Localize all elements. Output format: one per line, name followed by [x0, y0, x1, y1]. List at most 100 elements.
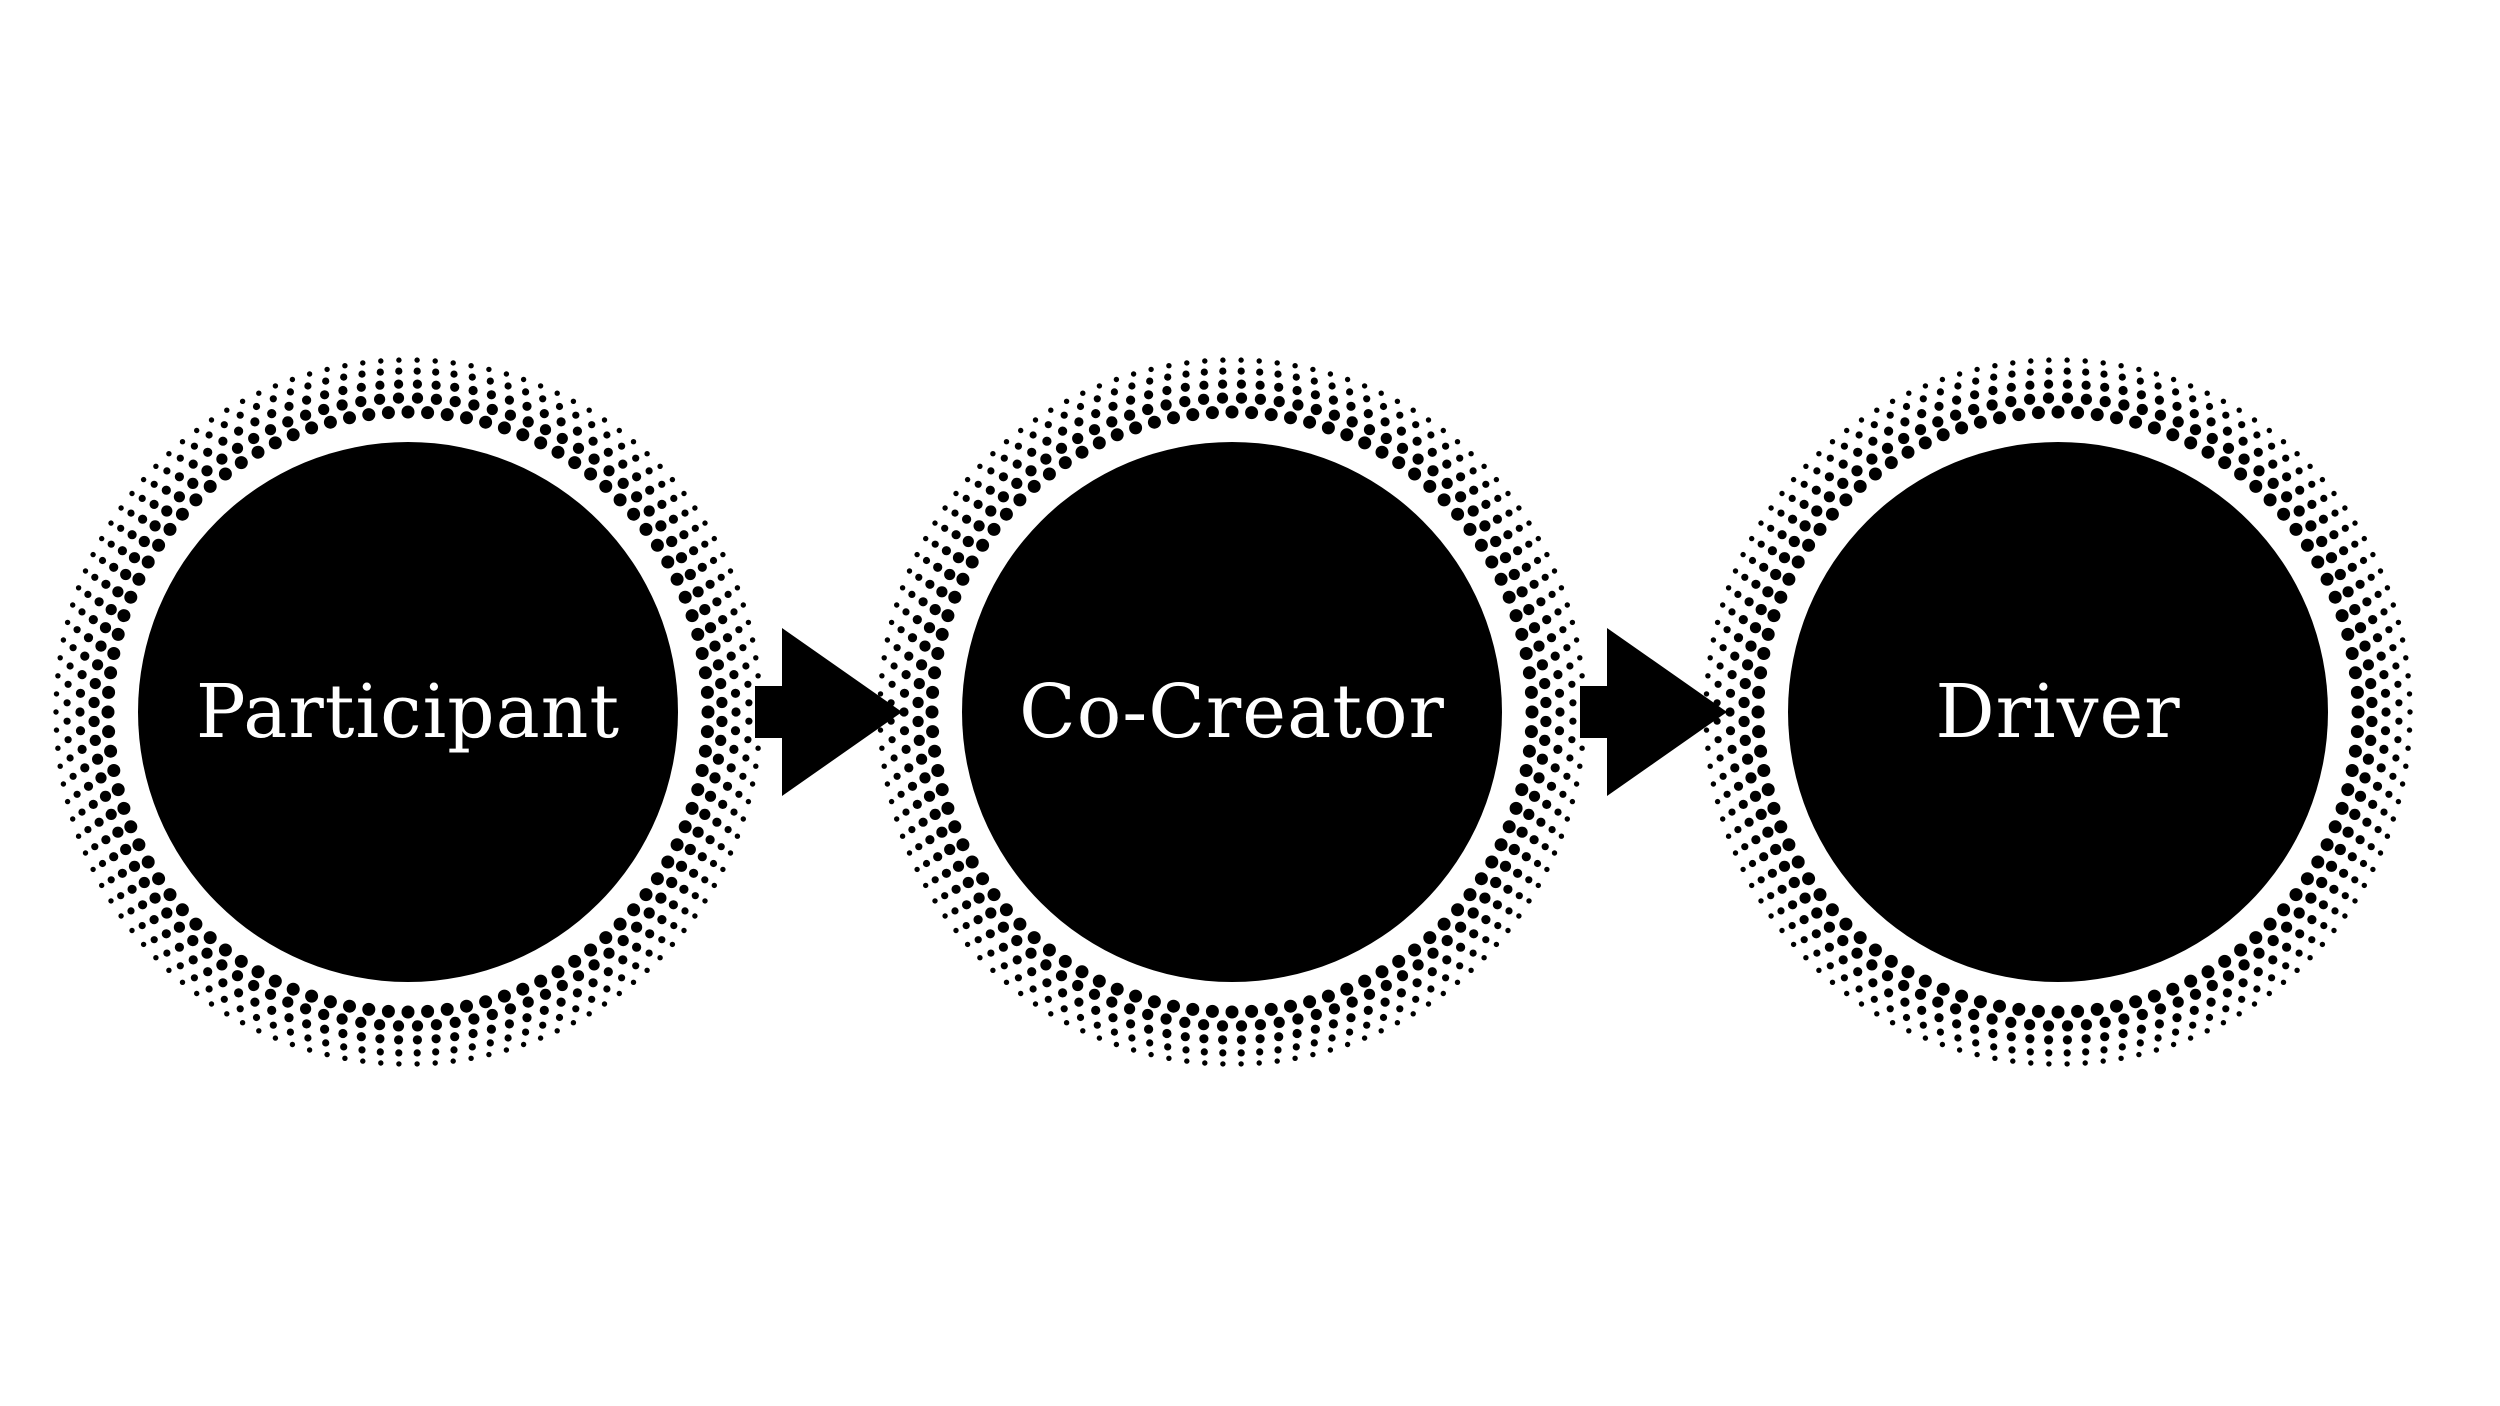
- halo-dot: [537, 1035, 544, 1041]
- halo-dot: [2064, 1061, 2070, 1067]
- halo-dot: [2187, 383, 2194, 389]
- halo-dot: [877, 727, 884, 733]
- halo-dot: [603, 947, 615, 959]
- halo-dot: [2374, 826, 2382, 834]
- halo-dot: [1825, 903, 1839, 917]
- halo-dot: [724, 590, 732, 599]
- halo-dot: [2172, 416, 2184, 428]
- halo-dot: [1124, 1003, 1136, 1015]
- halo-dot: [1225, 405, 1239, 419]
- halo-dot: [338, 1028, 348, 1039]
- halo-dot: [630, 979, 637, 985]
- halo-dot: [1522, 744, 1536, 758]
- halo-dot: [2046, 357, 2052, 363]
- halo-dot: [941, 524, 949, 532]
- halo-dot: [1027, 967, 1037, 977]
- halo-dot: [720, 866, 726, 873]
- halo-dot: [522, 401, 532, 411]
- halo-dot: [216, 453, 228, 465]
- halo-dot: [681, 509, 689, 517]
- stage-driver: Driver: [1703, 357, 2413, 1067]
- halo-dot: [931, 647, 945, 660]
- halo-dot: [1044, 995, 1052, 1003]
- halo-dot: [89, 678, 101, 690]
- halo-dot: [893, 644, 901, 652]
- halo-dot: [1779, 490, 1785, 497]
- halo-dot: [1454, 979, 1461, 985]
- halo-dot: [666, 876, 678, 889]
- halo-dot: [2166, 982, 2180, 996]
- halo-dot: [643, 505, 655, 517]
- halo-dot: [572, 1005, 580, 1013]
- halo-dot: [107, 647, 121, 660]
- halo-dot: [1479, 892, 1491, 904]
- halo-dot: [1515, 524, 1523, 532]
- halo-dot: [1442, 974, 1450, 982]
- halo-dot: [699, 808, 711, 821]
- halo-dot: [1853, 967, 1863, 977]
- halo-dot: [152, 538, 166, 552]
- halo-dot: [1779, 927, 1785, 934]
- halo-dot: [1519, 647, 1533, 660]
- halo-dot: [702, 520, 708, 526]
- halo-dot: [1790, 476, 1797, 483]
- halo-dot: [1844, 990, 1850, 997]
- halo-dot: [450, 370, 458, 378]
- halo-dot: [78, 808, 86, 816]
- halo-dot: [700, 725, 714, 739]
- halo-dot: [990, 967, 996, 973]
- halo-dot: [421, 1004, 435, 1018]
- halo-dot: [179, 979, 186, 985]
- halo-dot: [269, 1021, 277, 1029]
- halo-dot: [1167, 999, 1180, 1013]
- halo-dot: [1759, 562, 1769, 572]
- halo-dot: [1990, 1043, 1998, 1051]
- halo-dot: [887, 717, 895, 725]
- halo-dot: [2110, 411, 2123, 425]
- halo-dot: [117, 609, 131, 623]
- halo-dot: [381, 406, 395, 420]
- halo-dot: [1540, 715, 1552, 728]
- halo-dot: [2361, 882, 2367, 889]
- halo-dot: [1542, 615, 1552, 625]
- halo-dot: [1703, 709, 1709, 715]
- halo-dot: [2204, 1028, 2210, 1034]
- halo-dot: [411, 1020, 424, 1032]
- halo-dot: [1566, 662, 1574, 670]
- halo-dot: [929, 808, 941, 821]
- halo-dot: [1076, 402, 1085, 411]
- halo-dot: [64, 798, 71, 805]
- halo-dot: [440, 408, 454, 422]
- halo-dot: [1952, 395, 1962, 405]
- halo-dot: [701, 705, 715, 719]
- halo-dot: [2189, 409, 2199, 419]
- halo-dot: [1761, 627, 1775, 641]
- halo-dot: [1106, 996, 1118, 1008]
- halo-dot: [962, 494, 970, 502]
- halo-dot: [2118, 385, 2128, 396]
- halo-dot: [2354, 622, 2367, 634]
- halo-dot: [2234, 467, 2248, 481]
- halo-dot: [75, 833, 82, 839]
- halo-dot: [224, 1011, 230, 1017]
- halo-dot: [2399, 781, 2406, 787]
- halo-dot: [705, 579, 715, 589]
- halo-dot: [942, 505, 948, 511]
- halo-dot: [1733, 781, 1744, 791]
- halo-dot: [718, 799, 728, 810]
- halo-dot: [691, 783, 705, 797]
- dotted-halo-participant: [53, 357, 763, 1067]
- halo-dot: [84, 826, 92, 834]
- halo-dot: [1968, 403, 1980, 416]
- halo-dot: [977, 463, 983, 469]
- halo-dot: [639, 888, 653, 902]
- halo-dot: [84, 590, 92, 599]
- halo-dot: [1710, 781, 1717, 787]
- halo-dot: [2293, 907, 2305, 919]
- halo-dot: [539, 988, 552, 1000]
- halo-dot: [1358, 974, 1372, 988]
- halo-dot: [1058, 954, 1072, 968]
- halo-dot: [1363, 1005, 1373, 1016]
- halo-dot: [1568, 680, 1576, 688]
